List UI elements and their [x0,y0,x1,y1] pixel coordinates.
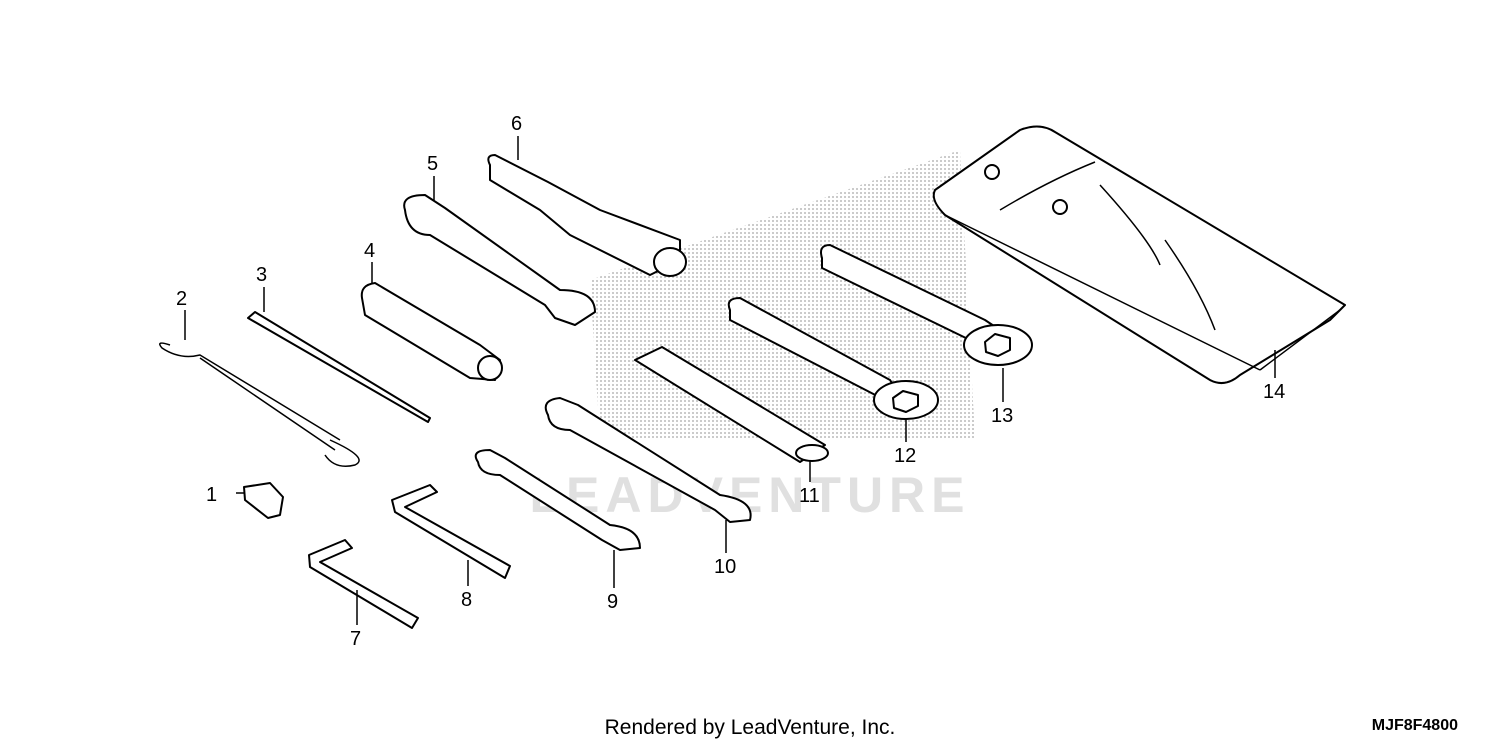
diagram-code: MJF8F4800 [1371,717,1458,734]
callout-10: 10 [714,556,736,578]
callout-2: 2 [176,288,187,310]
tool-bag-icon[interactable] [932,125,1346,385]
open-end-wrench-5-icon[interactable] [403,194,596,326]
box-wrench-12-icon[interactable] [727,297,939,420]
callout-6: 6 [511,113,522,135]
open-end-wrench-9-icon[interactable] [474,449,641,551]
callout-1: 1 [206,484,217,506]
callout-3: 3 [256,264,267,286]
callout-11: 11 [799,485,820,507]
callout-13: 13 [991,405,1013,427]
plug-clip-icon[interactable] [243,482,284,519]
callout-14: 14 [1263,381,1285,403]
cable-icon[interactable] [159,342,360,467]
spark-plug-socket-icon[interactable] [487,154,687,277]
callout-7: 7 [350,628,361,650]
open-end-wrench-10-icon[interactable] [544,397,752,523]
leader-lines [184,136,1276,625]
callout-5: 5 [427,153,438,175]
screwdriver-handle-icon[interactable] [360,282,503,381]
callout-9: 9 [607,591,618,613]
footer-credit: Rendered by LeadVenture, Inc. [604,716,896,739]
callout-numbers: 1 2 3 4 5 6 7 8 9 10 11 12 13 14 [176,113,1285,650]
callout-8: 8 [461,589,472,611]
callout-12: 12 [894,445,916,467]
screwdriver-icon[interactable] [247,311,431,423]
callout-4: 4 [364,240,375,262]
hex-key-8-icon[interactable] [391,484,511,579]
box-wrench-13-icon[interactable] [820,244,1033,366]
hex-key-7-icon[interactable] [308,539,419,629]
extension-bar-icon[interactable] [634,346,829,463]
